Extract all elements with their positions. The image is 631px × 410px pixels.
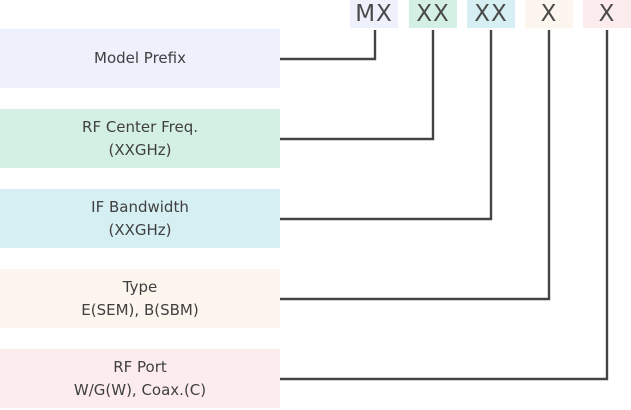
code-if-bandwidth: XX bbox=[467, 0, 515, 28]
code-text: MX bbox=[355, 1, 393, 27]
connector-rf-port bbox=[280, 30, 609, 381]
label-title: Model Prefix bbox=[94, 49, 186, 67]
label-detail: E(SEM), B(SBM) bbox=[81, 300, 199, 319]
label-model-prefix: Model Prefix bbox=[0, 29, 280, 88]
code-rf-center: XX bbox=[409, 0, 457, 28]
code-text: XX bbox=[416, 1, 450, 27]
connector-if-bandwidth bbox=[280, 30, 493, 221]
code-text: X bbox=[540, 1, 558, 27]
code-rf-port: X bbox=[583, 0, 631, 28]
label-detail: (XXGHz) bbox=[108, 140, 172, 159]
label-title: RF Port bbox=[113, 357, 167, 376]
label-title: IF Bandwidth bbox=[91, 197, 189, 216]
label-rf-center-freq: RF Center Freq. (XXGHz) bbox=[0, 109, 280, 168]
code-model-prefix: MX bbox=[350, 0, 398, 28]
connector-rf-center bbox=[280, 30, 435, 141]
label-rf-port: RF Port W/G(W), Coax.(C) bbox=[0, 349, 280, 408]
code-type: X bbox=[525, 0, 573, 28]
label-detail: W/G(W), Coax.(C) bbox=[73, 380, 207, 399]
label-if-bandwidth: IF Bandwidth (XXGHz) bbox=[0, 189, 280, 248]
label-detail: (XXGHz) bbox=[108, 220, 172, 239]
connector-model-prefix bbox=[280, 30, 377, 61]
code-text: XX bbox=[474, 1, 508, 27]
label-type: Type E(SEM), B(SBM) bbox=[0, 269, 280, 328]
code-text: X bbox=[598, 1, 616, 27]
label-title: Type bbox=[122, 277, 158, 296]
connector-type bbox=[280, 30, 551, 301]
label-title: RF Center Freq. bbox=[82, 117, 198, 136]
